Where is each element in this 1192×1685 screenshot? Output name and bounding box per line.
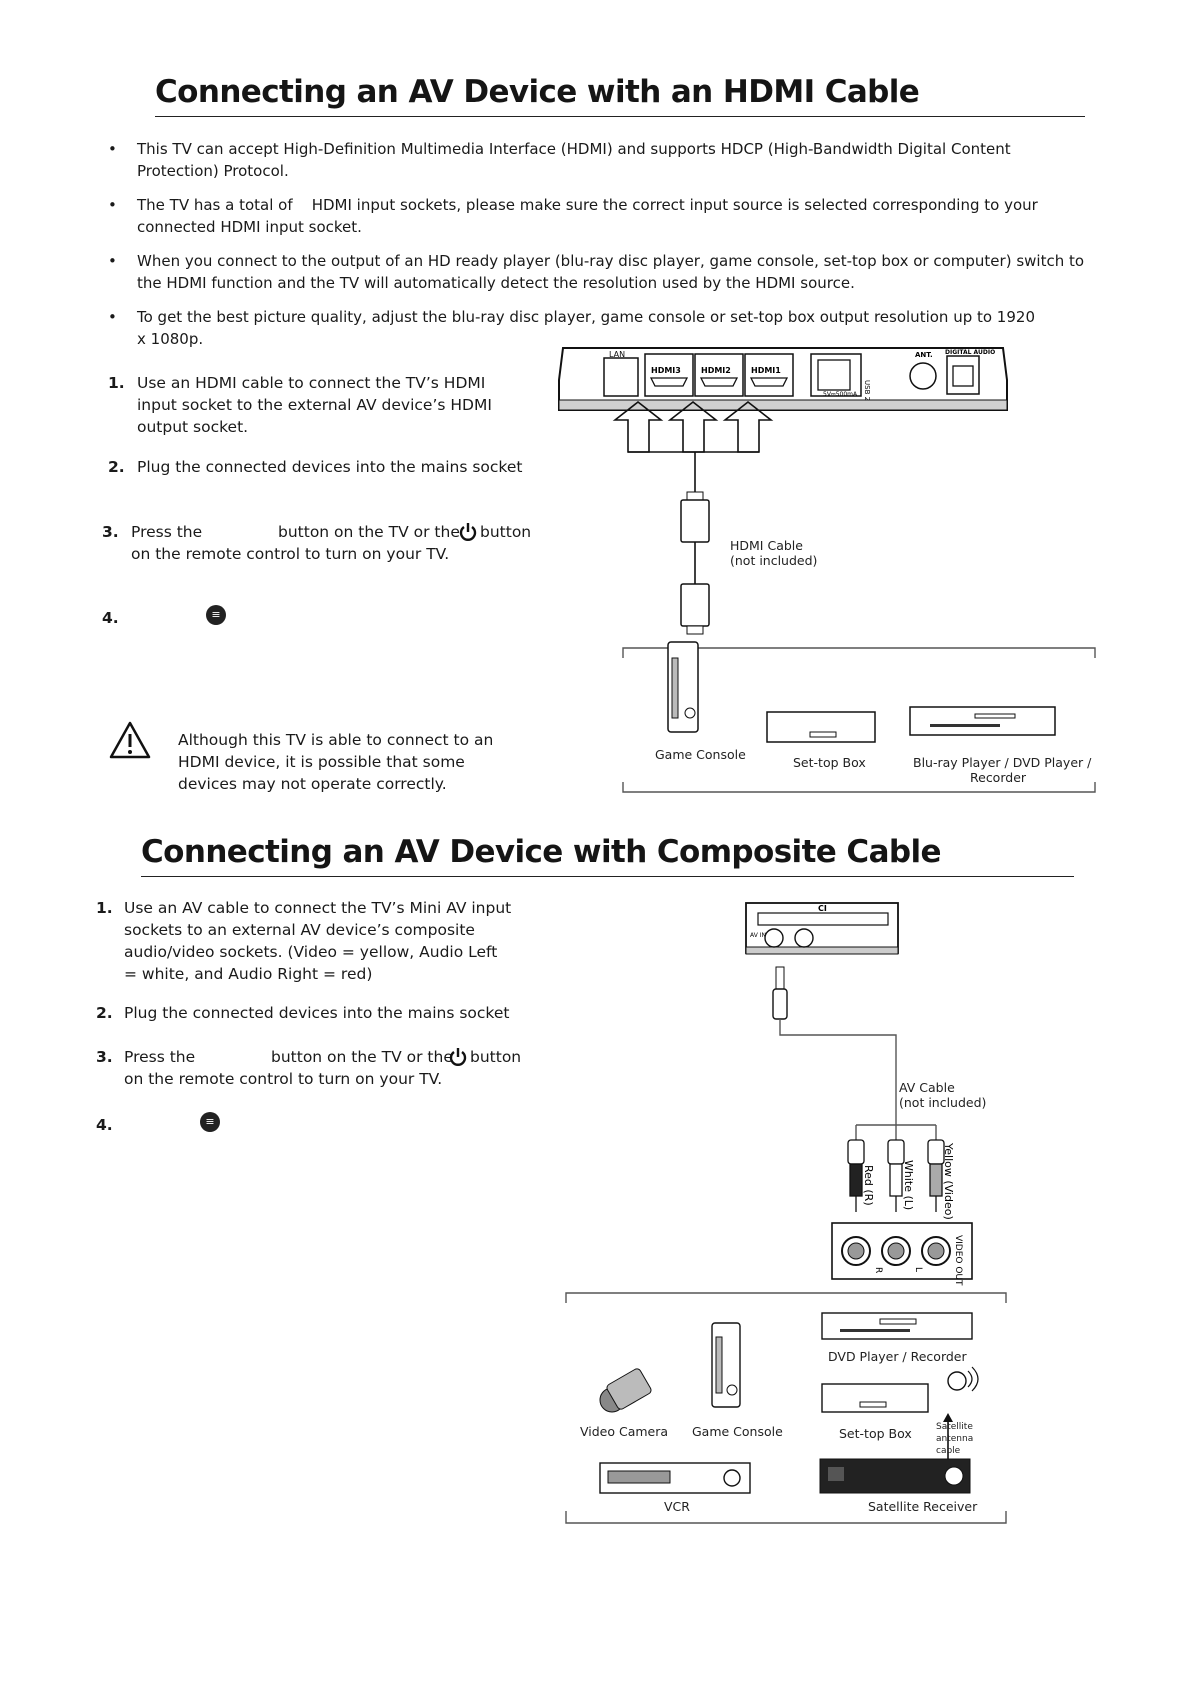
hdmi-bullet-3: When you connect to the output of an HD … bbox=[137, 252, 1085, 292]
hdmi-step-3-end: button bbox=[480, 523, 532, 541]
hdmi-step-3-number: 3. bbox=[102, 523, 119, 541]
composite-step-4-number: 4. bbox=[96, 1116, 113, 1134]
power-icon bbox=[459, 522, 477, 546]
panel-label-av-in: AV IN bbox=[750, 932, 766, 939]
panel-label-ant: ANT. bbox=[915, 351, 933, 359]
hdmi-bullet-1: This TV can accept High-Definition Multi… bbox=[137, 140, 1011, 180]
composite-diagram: CI AV IN Red (R) White (L) Yellow (Video… bbox=[565, 902, 1007, 1524]
hdmi-section-title: Connecting an AV Device with an HDMI Cab… bbox=[155, 74, 920, 110]
satellite-cable-label: cable bbox=[936, 1446, 961, 1456]
hdmi-bullet-2: The TV has a total of HDMI input sockets… bbox=[137, 196, 1043, 236]
hdmi-warning-text: Although this TV is able to connect to a… bbox=[178, 731, 494, 793]
hdmi-step-3-line2: on the remote control to turn on your TV… bbox=[131, 545, 450, 563]
hdmi-step-3-press: Press the bbox=[131, 523, 203, 541]
composite-step-1-text: Use an AV cable to connect the TV’s Mini… bbox=[124, 899, 512, 983]
bullet-dot: • bbox=[108, 140, 117, 158]
hdmi-bullet-4: To get the best picture quality, adjust … bbox=[137, 308, 1035, 348]
hdmi-step-1-number: 1. bbox=[108, 374, 125, 392]
device-dvd-player: DVD Player / Recorder bbox=[828, 1349, 967, 1364]
panel-label-usb2: USB 2 bbox=[863, 380, 871, 401]
hdmi-cable-note: (not included) bbox=[730, 553, 818, 568]
composite-step-1-number: 1. bbox=[96, 899, 113, 917]
bullet-dot: • bbox=[108, 308, 117, 326]
hdmi-title-rule bbox=[155, 116, 1085, 117]
socket-label-r: R bbox=[873, 1267, 883, 1273]
composite-title-rule bbox=[141, 876, 1074, 877]
composite-step-2-number: 2. bbox=[96, 1004, 113, 1022]
device-vcr: VCR bbox=[664, 1499, 690, 1514]
hdmi-step-4-number: 4. bbox=[102, 609, 119, 627]
composite-step-3-number: 3. bbox=[96, 1048, 113, 1066]
device-game-console: Game Console bbox=[655, 747, 746, 762]
device-bluray-player: Blu-ray Player / DVD Player / bbox=[913, 755, 1092, 770]
av-cable-note: (not included) bbox=[899, 1095, 987, 1110]
device-video-camera: Video Camera bbox=[580, 1424, 669, 1439]
composite-step-3-end: button bbox=[470, 1048, 522, 1066]
menu-icon: ≡ bbox=[200, 1112, 220, 1132]
device-game-console: Game Console bbox=[692, 1424, 783, 1439]
plug-label-yellow: Yellow (Video) bbox=[942, 1142, 955, 1220]
satellite-antenna-label: antenna bbox=[936, 1434, 974, 1444]
hdmi-step-1-text: Use an HDMI cable to connect the TV’s HD… bbox=[137, 374, 492, 436]
plug-label-white: White (L) bbox=[902, 1160, 915, 1210]
bullet-dot: • bbox=[108, 252, 117, 270]
panel-label-5v: 5V⎓500mA bbox=[823, 391, 858, 398]
composite-step-2-text: Plug the connected devices into the main… bbox=[124, 1004, 510, 1022]
device-set-top-box: Set-top Box bbox=[793, 755, 866, 770]
socket-label-l: L bbox=[913, 1267, 923, 1272]
hdmi-diagram: LAN HDMI3 HDMI2 HDMI1 5V⎓500mA USB 2 ANT… bbox=[558, 347, 1096, 793]
panel-label-hdmi1: HDMI1 bbox=[751, 366, 781, 375]
satellite-label: Satellite bbox=[936, 1422, 973, 1432]
device-satellite-receiver: Satellite Receiver bbox=[868, 1499, 978, 1514]
device-set-top-box: Set-top Box bbox=[839, 1426, 912, 1441]
panel-label-hdmi3: HDMI3 bbox=[651, 366, 681, 375]
power-icon bbox=[449, 1047, 467, 1071]
composite-step-3-press: Press the bbox=[124, 1048, 196, 1066]
composite-section-title: Connecting an AV Device with Composite C… bbox=[141, 834, 942, 870]
plug-label-red: Red (R) bbox=[862, 1165, 875, 1206]
av-cable-label: AV Cable bbox=[899, 1080, 955, 1095]
device-recorder: Recorder bbox=[970, 770, 1027, 785]
socket-label-video-out: VIDEO OUT bbox=[953, 1235, 963, 1286]
hdmi-step-2-number: 2. bbox=[108, 458, 125, 476]
hdmi-cable-label: HDMI Cable bbox=[730, 538, 803, 553]
panel-label-hdmi2: HDMI2 bbox=[701, 366, 731, 375]
panel-label-digital-audio: DIGITAL AUDIO bbox=[945, 349, 995, 356]
bullet-dot: • bbox=[108, 196, 117, 214]
panel-label-ci: CI bbox=[818, 904, 827, 913]
warning-icon bbox=[108, 720, 152, 764]
composite-step-3-mid: button on the TV or the bbox=[271, 1048, 453, 1066]
hdmi-step-2-text: Plug the connected devices into the main… bbox=[137, 458, 523, 476]
panel-label-lan: LAN bbox=[609, 350, 625, 359]
hdmi-step-3-mid: button on the TV or the bbox=[278, 523, 460, 541]
composite-step-3-line2: on the remote control to turn on your TV… bbox=[124, 1070, 443, 1088]
menu-icon: ≡ bbox=[206, 605, 226, 625]
